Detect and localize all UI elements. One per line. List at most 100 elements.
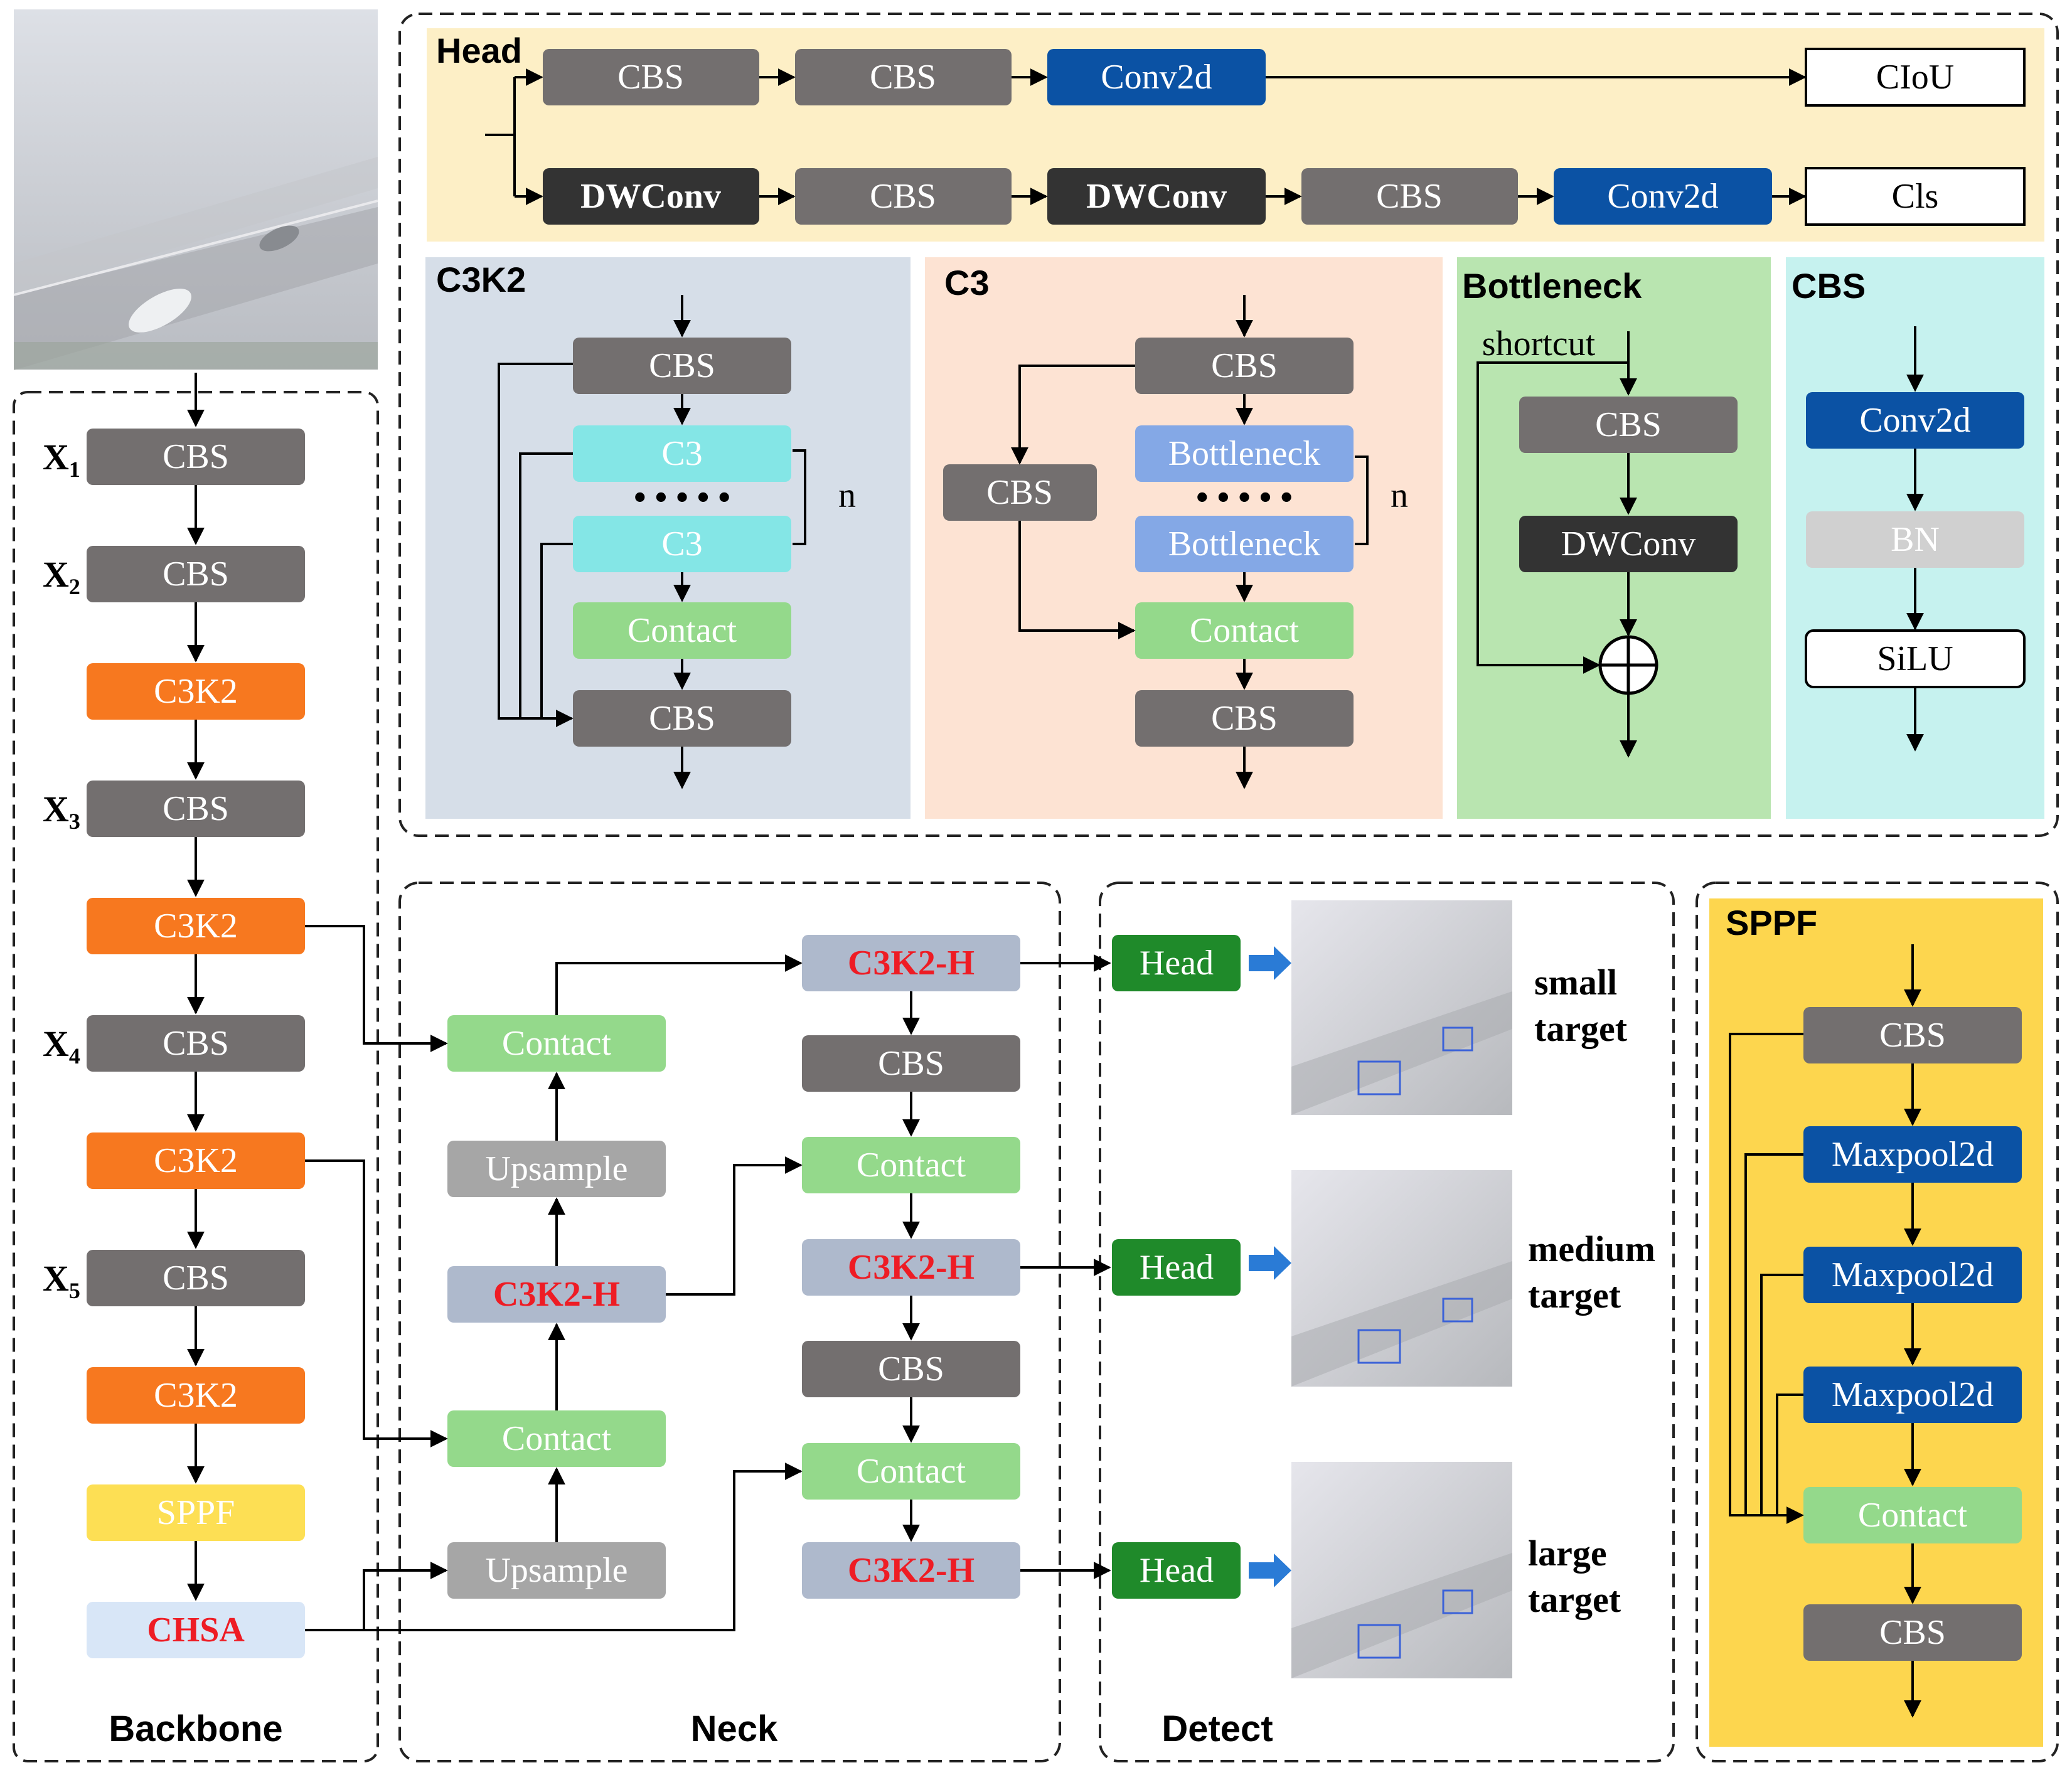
svg-text:C3K2: C3K2 [154, 672, 238, 711]
neck-contact-bottom [447, 1410, 666, 1467]
svg-text:• • • • •: • • • • • [634, 478, 730, 517]
top-modules-boundary [398, 13, 2059, 837]
svg-text:BN: BN [1891, 520, 1940, 559]
svg-text:Maxpool2d: Maxpool2d [1832, 1135, 1994, 1174]
x2-label: X2 [43, 554, 80, 599]
backbone-c3k2-2 [87, 898, 305, 954]
c3k2-cbs-top [573, 338, 791, 394]
detect-head-3 [1112, 1542, 1241, 1599]
svg-text:CBS: CBS [1376, 177, 1443, 216]
sppf-module: CBS Maxpool2d Maxpool2d Maxpool2d Contac… [1729, 944, 2022, 1718]
svg-text:CBS: CBS [870, 177, 936, 216]
detect-head-2 [1112, 1239, 1241, 1296]
svg-text:Maxpool2d: Maxpool2d [1832, 1255, 1994, 1294]
backbone-cbs-5 [87, 1250, 305, 1306]
cbs-conv2d [1806, 392, 2024, 449]
c3k2-title: C3K2 [436, 260, 526, 299]
svg-text:CBS: CBS [163, 1259, 229, 1298]
head-cbs-1 [543, 49, 759, 105]
backbone-c3k2-3 [87, 1132, 305, 1189]
head-title: Head [436, 31, 522, 70]
head-module: CBS CBS Conv2d CIoU DWConv CBS DWConv CB… [485, 48, 2026, 226]
head-cbs-2 [795, 49, 1012, 105]
svg-text:Maxpool2d: Maxpool2d [1832, 1375, 1994, 1414]
backbone-column: CBS CBS C3K2 CBS C3K2 CBS C3K2 CBS C3K2 … [43, 373, 305, 1658]
svg-text:DWConv: DWConv [1086, 177, 1227, 216]
bottleneck-module: shortcut CBS DWConv [1477, 324, 1738, 758]
bottleneck-title: Bottleneck [1462, 266, 1642, 306]
svg-text:C3K2: C3K2 [154, 1141, 238, 1180]
svg-text:CBS: CBS [163, 437, 229, 476]
svg-text:CIoU: CIoU [1876, 58, 1954, 97]
output-arrow-icon-2 [1249, 1246, 1291, 1280]
neck-boundary [398, 882, 1061, 1762]
svg-text:CBS: CBS [1879, 1016, 1946, 1055]
svg-text:CBS: CBS [1211, 699, 1278, 738]
svg-text:Cls: Cls [1892, 177, 1939, 216]
sppf-maxpool-2 [1803, 1247, 2022, 1303]
svg-text:CBS: CBS [163, 555, 229, 594]
bottleneck-dwconv [1519, 516, 1738, 572]
neck-cbs-1 [802, 1035, 1020, 1092]
svg-text:C3: C3 [661, 434, 702, 473]
backbone-c3k2-4 [87, 1367, 305, 1424]
svg-text:Contact: Contact [857, 1452, 966, 1491]
svg-text:DWConv: DWConv [1561, 525, 1696, 563]
sppf-boundary [1696, 882, 2059, 1762]
x4-label: X4 [43, 1023, 80, 1069]
output-arrow-icon-1 [1249, 946, 1291, 980]
head-dwconv-2 [1047, 168, 1266, 225]
backbone-boundary [13, 391, 379, 1762]
c3-concat [1135, 602, 1354, 659]
svg-text:C3K2-H: C3K2-H [493, 1275, 620, 1314]
backbone-cbs-3 [87, 781, 305, 837]
neck-c3k2h-mid [447, 1266, 666, 1323]
neck-c3k2h-1 [802, 935, 1020, 991]
svg-text:• • • • •: • • • • • [1196, 478, 1293, 517]
head-dwconv-1 [543, 168, 759, 225]
c3-module: CBS Bottleneck • • • • • Bottleneck n Co… [943, 295, 1408, 789]
detect-title: Detect [1161, 1708, 1273, 1749]
c3k2-module: CBS C3 • • • • • C3 n Contact CBS [498, 295, 856, 789]
neck-c3k2h-2 [802, 1239, 1020, 1296]
svg-text:Conv2d: Conv2d [1101, 58, 1212, 97]
shortcut-label: shortcut [1482, 324, 1596, 363]
sppf-maxpool-1 [1803, 1126, 2022, 1183]
add-operator-icon [1598, 635, 1658, 695]
svg-text:CBS: CBS [649, 699, 715, 738]
c3-cbs-bottom [1135, 690, 1354, 747]
detect-output-image-large [1291, 1462, 1512, 1678]
svg-text:CBS: CBS [870, 58, 936, 97]
c3k2-c3-a [573, 425, 791, 482]
svg-text:Contact: Contact [502, 1024, 612, 1063]
neck-contact-1 [802, 1137, 1020, 1193]
svg-text:CBS: CBS [617, 58, 684, 97]
backbone-chsa [87, 1602, 305, 1658]
detect-output-image-medium [1291, 1170, 1512, 1387]
neck-column: Contact Upsample C3K2-H Contact Upsample… [305, 925, 1020, 1631]
svg-text:C3K2: C3K2 [154, 907, 238, 946]
sppf-cbs-top [1803, 1007, 2022, 1063]
svg-text:C3K2-H: C3K2-H [848, 1551, 975, 1590]
output-arrow-icon-3 [1249, 1554, 1291, 1587]
head-cbs-3 [795, 168, 1012, 225]
head-conv2d-2 [1554, 168, 1772, 225]
c3k2-c3-b [573, 516, 791, 572]
svg-text:Head: Head [1140, 1248, 1214, 1287]
svg-text:CHSA: CHSA [147, 1611, 245, 1649]
svg-text:CBS: CBS [878, 1350, 944, 1388]
backbone-c3k2-1 [87, 663, 305, 720]
detect-boundary [1099, 882, 1675, 1762]
svg-text:CBS: CBS [163, 1024, 229, 1063]
c3-bottleneck-b [1135, 516, 1354, 572]
svg-text:CBS: CBS [1879, 1613, 1946, 1652]
cbs-bn [1806, 511, 2024, 568]
svg-text:CBS: CBS [163, 789, 229, 828]
neck-cbs-2 [802, 1341, 1020, 1397]
svg-text:CBS: CBS [878, 1044, 944, 1083]
sppf-maxpool-3 [1803, 1367, 2022, 1423]
